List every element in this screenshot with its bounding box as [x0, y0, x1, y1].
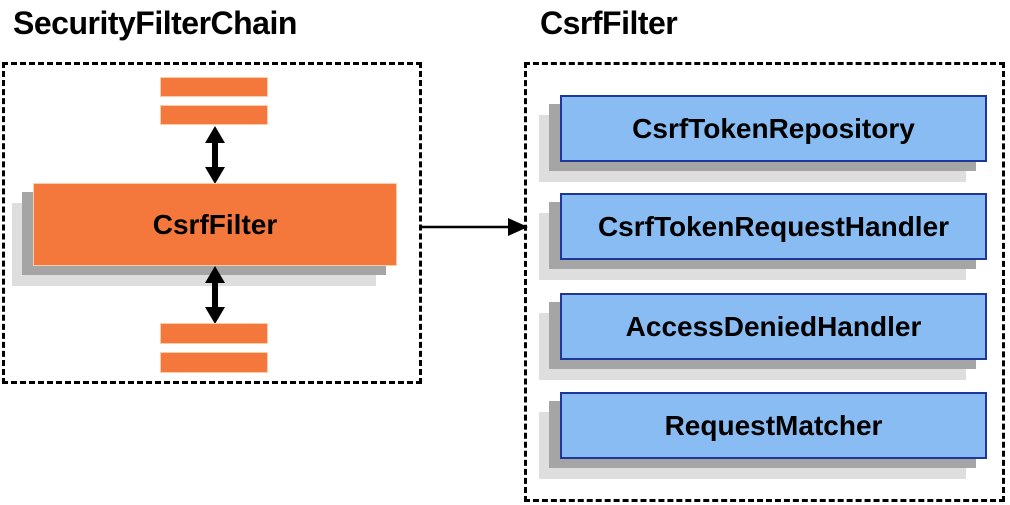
component-csrf-token-request-handler: CsrfTokenRequestHandler: [560, 193, 987, 260]
security-filter-chain-box: [2, 62, 422, 384]
component-label: CsrfTokenRepository: [632, 112, 915, 144]
csrf-filter-node: CsrfFilter: [33, 183, 397, 266]
security-filter-chain-title: SecurityFilterChain: [13, 5, 297, 41]
component-access-denied-handler: AccessDeniedHandler: [560, 293, 987, 360]
filter-placeholder-bar: [160, 105, 268, 125]
csrf-filter-node-label: CsrfFilter: [152, 208, 278, 240]
filter-placeholder-bar: [160, 77, 268, 97]
filter-placeholder-bar: [160, 323, 268, 344]
double-arrow-icon: [205, 266, 225, 324]
component-label: RequestMatcher: [664, 409, 883, 441]
arrow-right-icon: [422, 218, 528, 236]
component-label: AccessDeniedHandler: [625, 310, 922, 342]
csrf-filter-title: CsrfFilter: [540, 5, 678, 41]
component-request-matcher: RequestMatcher: [560, 392, 987, 459]
csrf-filter-box: [524, 62, 1005, 502]
component-label: CsrfTokenRequestHandler: [597, 210, 950, 242]
double-arrow-icon: [205, 126, 225, 184]
filter-placeholder-bar: [160, 352, 268, 373]
component-csrf-token-repository: CsrfTokenRepository: [560, 95, 987, 162]
